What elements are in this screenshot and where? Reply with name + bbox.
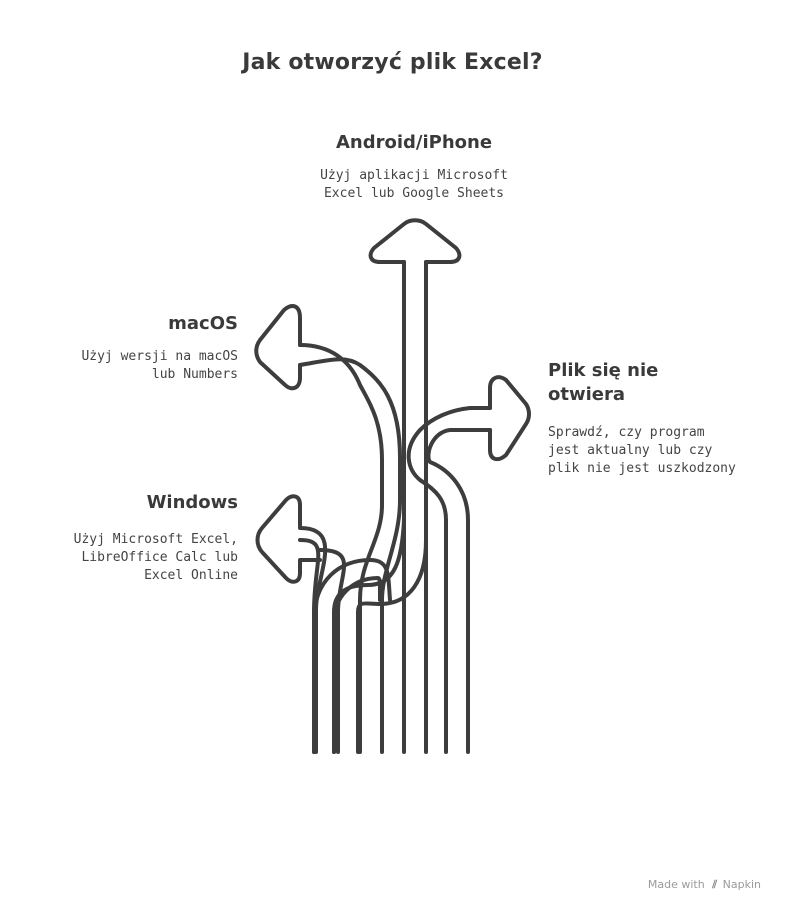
android-arrowhead (368, 218, 462, 264)
footer-brand: Napkin (722, 878, 761, 891)
page-title: Jak otworzyć plik Excel? (242, 50, 543, 75)
plik-tube-inner (426, 428, 492, 754)
file-not-opening-heading: Plik się nie otwiera (548, 360, 659, 405)
footer-attribution[interactable]: Made with ⫽ Napkin (648, 878, 761, 892)
plik-arrowhead (488, 375, 531, 462)
macos-arrowhead (254, 304, 302, 391)
footer-made-with: Made with (647, 878, 705, 891)
windows-tube-inner (318, 548, 347, 754)
crossing-tube-a (332, 518, 406, 754)
windows-heading: Windows (146, 492, 238, 513)
plik-tube-outer (406, 406, 492, 754)
macos-tube-inner (298, 357, 402, 754)
macos-heading: macOS (168, 313, 238, 334)
file-not-opening-description: Sprawdź, czy program jest aktualny lub c… (548, 425, 736, 476)
windows-description: Użyj Microsoft Excel, LibreOffice Calc l… (73, 532, 238, 583)
android-description: Użyj aplikacji Microsoft Excel lub Googl… (320, 168, 508, 201)
windows-tube-outer (298, 516, 328, 754)
napkin-logo-icon: ⫽ (712, 878, 718, 891)
macos-description: Użyj wersji na macOS lub Numbers (81, 349, 238, 382)
crossing-tube-b (356, 538, 428, 754)
windows-arrowhead (255, 494, 322, 584)
android-heading: Android/iPhone (335, 132, 493, 153)
